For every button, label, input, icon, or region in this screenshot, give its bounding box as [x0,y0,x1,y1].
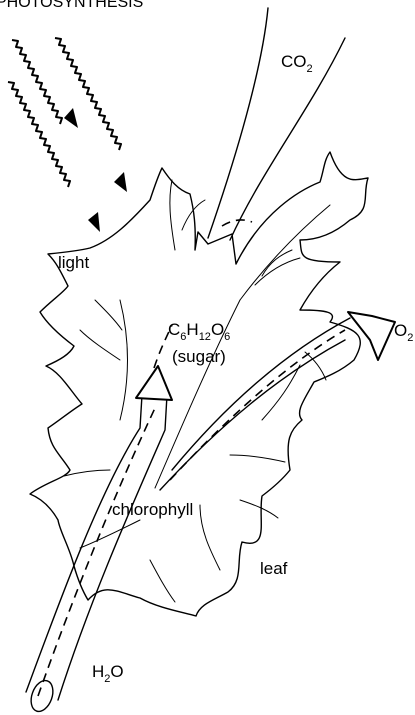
sugar-label: (sugar) [172,347,226,366]
stem-outer [26,395,142,692]
diagram-title: PHOTOSYNTHESIS [0,0,143,11]
light-label: light [58,253,89,272]
h2o-label: H2O [92,662,124,685]
light-ray-2-arrowhead [114,172,127,192]
o2-label: O2 [394,321,413,344]
stem-cut-end [27,678,57,715]
co2-stream [208,8,345,240]
stem-inner [58,395,167,700]
leaf-veins [64,180,330,602]
leaf-label: leaf [260,559,288,578]
light-ray-3-arrowhead [88,212,100,232]
leaf-outline [30,152,368,616]
stem-dashes [38,408,155,696]
co2-stream-outer [208,8,268,238]
light-ray-3 [8,82,70,187]
co2-label: CO2 [281,52,313,75]
o2-arrowhead [348,312,395,360]
light-ray-2 [55,38,121,150]
sugar-arrowhead [136,366,172,400]
light-ray-1-arrowhead [64,108,78,128]
chlorophyll-label: chlorophyll [112,500,193,519]
light-rays [8,38,127,232]
sugar-arrow [26,325,172,714]
light-ray-1 [12,40,62,124]
